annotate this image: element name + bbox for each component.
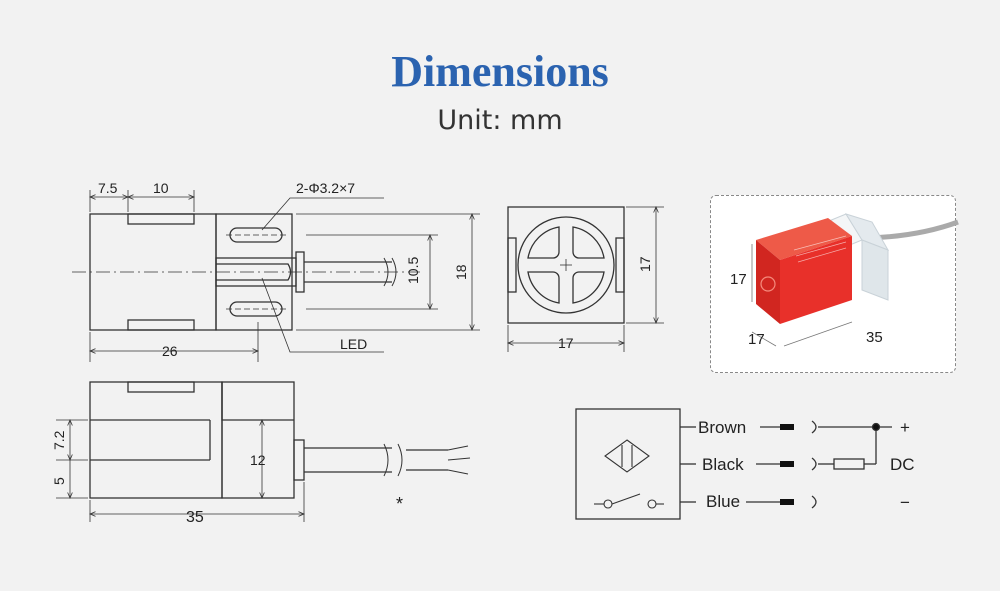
wire-blue-label: Blue bbox=[706, 492, 740, 511]
product-photo bbox=[751, 213, 959, 347]
photo-dim-height: 17 bbox=[730, 271, 747, 288]
switch-contact-left bbox=[603, 499, 613, 509]
dim-26: 26 bbox=[162, 343, 178, 359]
side-view bbox=[56, 381, 471, 522]
led-label: LED bbox=[340, 336, 367, 352]
photo-sensor-face bbox=[756, 240, 780, 324]
wire-black-label: Black bbox=[702, 455, 744, 474]
cable-note: * bbox=[396, 494, 403, 514]
dim-10: 10 bbox=[153, 180, 169, 196]
front-view bbox=[508, 207, 664, 352]
photo-sensor-side bbox=[780, 236, 852, 324]
hole-note: 2-Φ3.2×7 bbox=[296, 180, 355, 196]
top-view bbox=[72, 190, 480, 362]
unit-subtitle: Unit: mm bbox=[437, 105, 563, 136]
load-resistor bbox=[833, 458, 865, 470]
supply-dc: DC bbox=[890, 455, 915, 474]
switch-contact-right bbox=[647, 499, 657, 509]
page-title: Dimensions bbox=[391, 47, 609, 96]
dim-35: 35 bbox=[186, 509, 204, 526]
quadrant-tl bbox=[527, 226, 560, 259]
front-dim-width: 17 bbox=[558, 335, 574, 351]
dim-18: 18 bbox=[453, 264, 469, 280]
quadrant-br bbox=[572, 271, 605, 304]
dim-7-5: 7.5 bbox=[98, 180, 118, 196]
wiring-diagram bbox=[575, 408, 892, 520]
supply-plus: + bbox=[900, 418, 910, 437]
top-slot-lower bbox=[127, 319, 195, 331]
top-slot-upper bbox=[127, 213, 195, 225]
photo-sensor-top bbox=[756, 218, 852, 260]
dim-12: 12 bbox=[250, 452, 266, 468]
side-view-head bbox=[221, 381, 295, 499]
quadrant-bl bbox=[527, 271, 560, 304]
side-view-body bbox=[89, 381, 223, 499]
front-dim-height: 17 bbox=[637, 256, 653, 272]
wire-brown-label: Brown bbox=[698, 418, 746, 437]
sensing-face-circle bbox=[517, 216, 615, 314]
supply-minus: − bbox=[900, 493, 910, 512]
wiring-sensor-box bbox=[575, 408, 681, 520]
dim-10-5: 10.5 bbox=[405, 257, 421, 284]
dim-7-2: 7.2 bbox=[51, 430, 67, 450]
photo-dim-depth: 17 bbox=[748, 331, 765, 348]
photo-dim-length: 35 bbox=[866, 329, 883, 346]
quadrant-tr bbox=[572, 226, 605, 259]
dim-5: 5 bbox=[51, 477, 67, 485]
